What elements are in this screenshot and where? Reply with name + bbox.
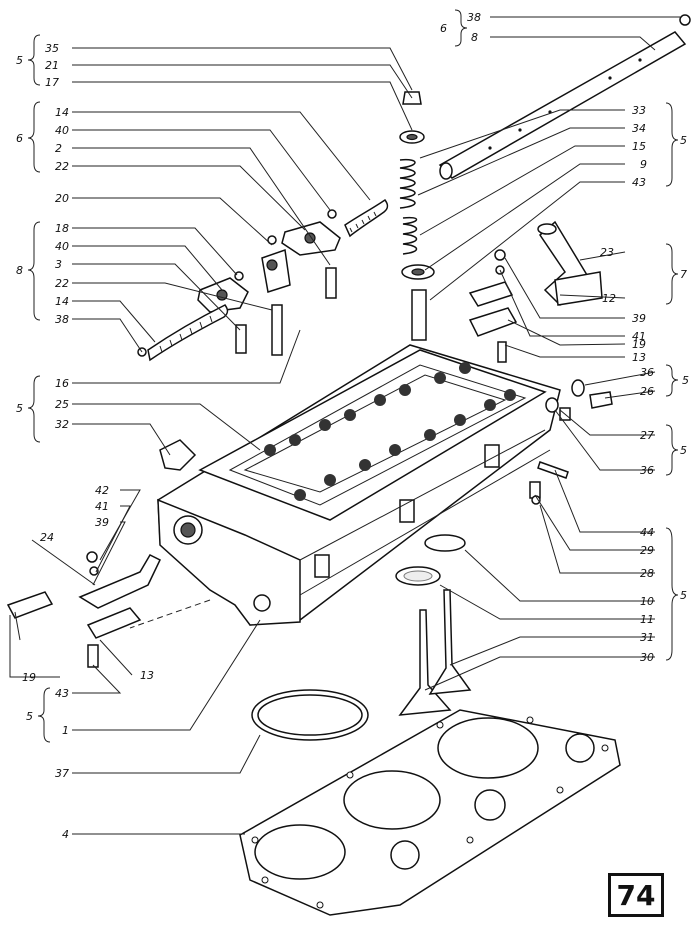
group-label-5: 5 <box>680 134 687 147</box>
group-label-8: 8 <box>16 264 23 277</box>
lower-rocker-arm-assembly <box>137 271 283 362</box>
group-label-6: 6 <box>16 132 23 145</box>
group-label-7: 7 <box>680 268 687 281</box>
callout-20: 20 <box>55 192 69 205</box>
callout-11: 11 <box>640 613 654 626</box>
side-fittings <box>529 379 613 505</box>
callout-27: 27 <box>640 429 654 442</box>
group-label-5: 5 <box>26 710 33 723</box>
callout-36: 36 <box>640 366 654 379</box>
callout-42: 42 <box>95 484 109 497</box>
callout-2: 2 <box>55 142 62 155</box>
callout-10: 10 <box>640 595 654 608</box>
callout-3: 3 <box>55 258 62 271</box>
group-label-5: 5 <box>680 444 687 457</box>
callout-26: 26 <box>640 385 654 398</box>
callout-8: 8 <box>471 31 478 44</box>
callout-12: 12 <box>602 292 616 305</box>
page-number: 74 <box>616 878 656 912</box>
upper-rocker-arm-assembly <box>261 198 389 299</box>
callout-labels: 35 21 17 14 40 2 22 20 18 40 3 22 14 38 … <box>22 11 654 841</box>
callout-35: 35 <box>45 42 59 55</box>
callout-28: 28 <box>640 567 654 580</box>
valves-and-seals <box>251 534 472 741</box>
callout-19: 19 <box>632 338 646 351</box>
group-braces <box>27 9 679 743</box>
callout-22: 22 <box>55 160 69 173</box>
valve-spring-stack <box>399 91 435 341</box>
callout-17: 17 <box>45 76 59 89</box>
callout-43: 43 <box>55 687 69 700</box>
callout-38: 38 <box>55 313 69 326</box>
callout-24: 24 <box>40 531 54 544</box>
callout-21: 21 <box>45 59 59 72</box>
group-label-6: 6 <box>440 22 447 35</box>
callout-33: 33 <box>632 104 646 117</box>
callout-25: 25 <box>55 398 69 411</box>
callout-38: 38 <box>467 11 481 24</box>
rocker-shaft <box>438 14 691 180</box>
callout-16: 16 <box>55 377 69 390</box>
cylinder-head-block <box>157 344 561 626</box>
callout-14: 14 <box>55 106 69 119</box>
leader-lines <box>9 16 680 835</box>
callout-41: 41 <box>632 330 646 343</box>
callout-1: 1 <box>62 724 69 737</box>
left-side-fittings <box>6 439 197 668</box>
page-number-box: 74 <box>608 873 664 917</box>
callout-30: 30 <box>640 651 654 664</box>
water-outlet-pipe <box>468 220 603 363</box>
callout-9: 9 <box>640 158 647 171</box>
group-labels: 5 6 8 5 5 6 5 7 5 5 5 <box>16 22 689 723</box>
callout-40: 40 <box>55 124 69 137</box>
callout-31: 31 <box>640 631 654 644</box>
callout-14: 14 <box>55 295 69 308</box>
callout-29: 29 <box>640 544 654 557</box>
group-label-5: 5 <box>682 374 689 387</box>
callout-40: 40 <box>55 240 69 253</box>
callout-15: 15 <box>632 140 646 153</box>
callout-18: 18 <box>55 222 69 235</box>
callout-23: 23 <box>600 246 614 259</box>
callout-34: 34 <box>632 122 646 135</box>
callout-19: 19 <box>22 671 36 684</box>
group-label-5: 5 <box>680 589 687 602</box>
callout-22: 22 <box>55 277 69 290</box>
callout-13: 13 <box>140 669 154 682</box>
callout-13: 13 <box>632 351 646 364</box>
group-label-5: 5 <box>16 54 23 67</box>
callout-32: 32 <box>55 418 69 431</box>
callout-43: 43 <box>632 176 646 189</box>
callout-39: 39 <box>95 516 109 529</box>
callout-39: 39 <box>632 312 646 325</box>
callout-37: 37 <box>55 767 69 780</box>
head-gasket <box>239 709 621 916</box>
callout-4: 4 <box>62 828 69 841</box>
callout-44: 44 <box>640 526 654 539</box>
group-label-5: 5 <box>16 402 23 415</box>
callout-36: 36 <box>640 464 654 477</box>
callout-41: 41 <box>95 500 109 513</box>
